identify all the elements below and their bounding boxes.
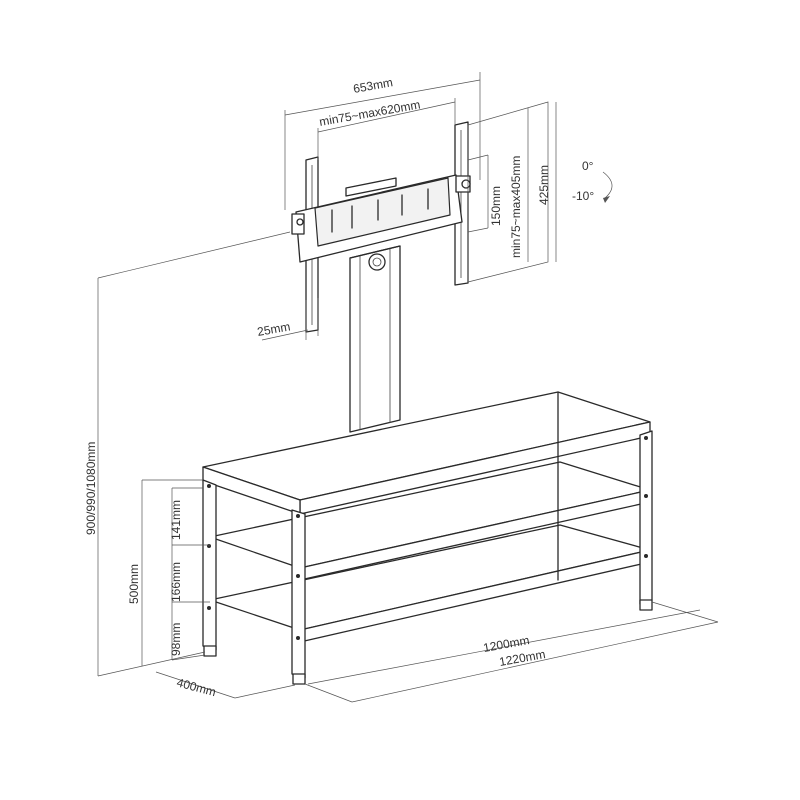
label-vesa-width: min75~max620mm xyxy=(318,97,421,129)
stand-pole xyxy=(349,245,401,433)
label-500mm: 500mm xyxy=(127,564,141,604)
label-tilt-10: -10° xyxy=(572,189,594,203)
label-400mm: 400mm xyxy=(175,675,217,699)
label-25mm: 25mm xyxy=(256,319,291,339)
dimension-lines xyxy=(97,72,719,703)
label-653mm: 653mm xyxy=(352,75,394,96)
label-total-height: 900/990/1080mm xyxy=(84,442,98,535)
label-vesa-height: min75~max405mm xyxy=(509,156,523,258)
tv-mount-bracket xyxy=(291,121,471,333)
label-166mm: 166mm xyxy=(169,562,183,602)
shelf-unit xyxy=(202,391,653,685)
label-150mm: 150mm xyxy=(489,186,503,226)
label-98mm: 98mm xyxy=(169,623,183,656)
label-tilt-0: 0° xyxy=(582,159,594,173)
label-425mm: 425mm xyxy=(537,165,551,205)
label-141mm: 141mm xyxy=(169,500,183,540)
